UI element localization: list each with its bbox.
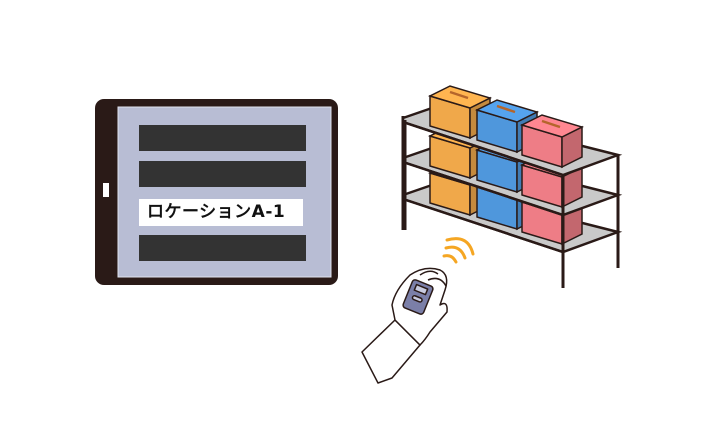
screen-bar-2 (139, 161, 306, 187)
wireless-signal-icon (442, 237, 475, 264)
shelf-front-edge-middle (402, 160, 564, 217)
hand-with-scanner (361, 267, 448, 384)
location-label: ロケーションA-1 (139, 199, 303, 226)
scanner-button[interactable] (411, 294, 423, 303)
screen-bar-4 (139, 235, 306, 261)
tablet (95, 99, 338, 285)
sleeve (361, 319, 421, 384)
shelf-front-edge-bottom (402, 197, 564, 254)
box-blue-top-top (474, 99, 540, 123)
box-orange-top-tape (449, 90, 469, 100)
shelf-front-edge-top (402, 120, 564, 177)
box-orange-top-top (427, 85, 493, 109)
box-blue-top-tape (496, 104, 516, 114)
shelf (401, 116, 620, 268)
box-pink-top-top (519, 114, 585, 138)
box-pink-top-tape (541, 119, 561, 129)
scanner-screen (413, 283, 429, 296)
screen-bar-1 (139, 125, 306, 151)
home-button[interactable] (103, 183, 109, 197)
